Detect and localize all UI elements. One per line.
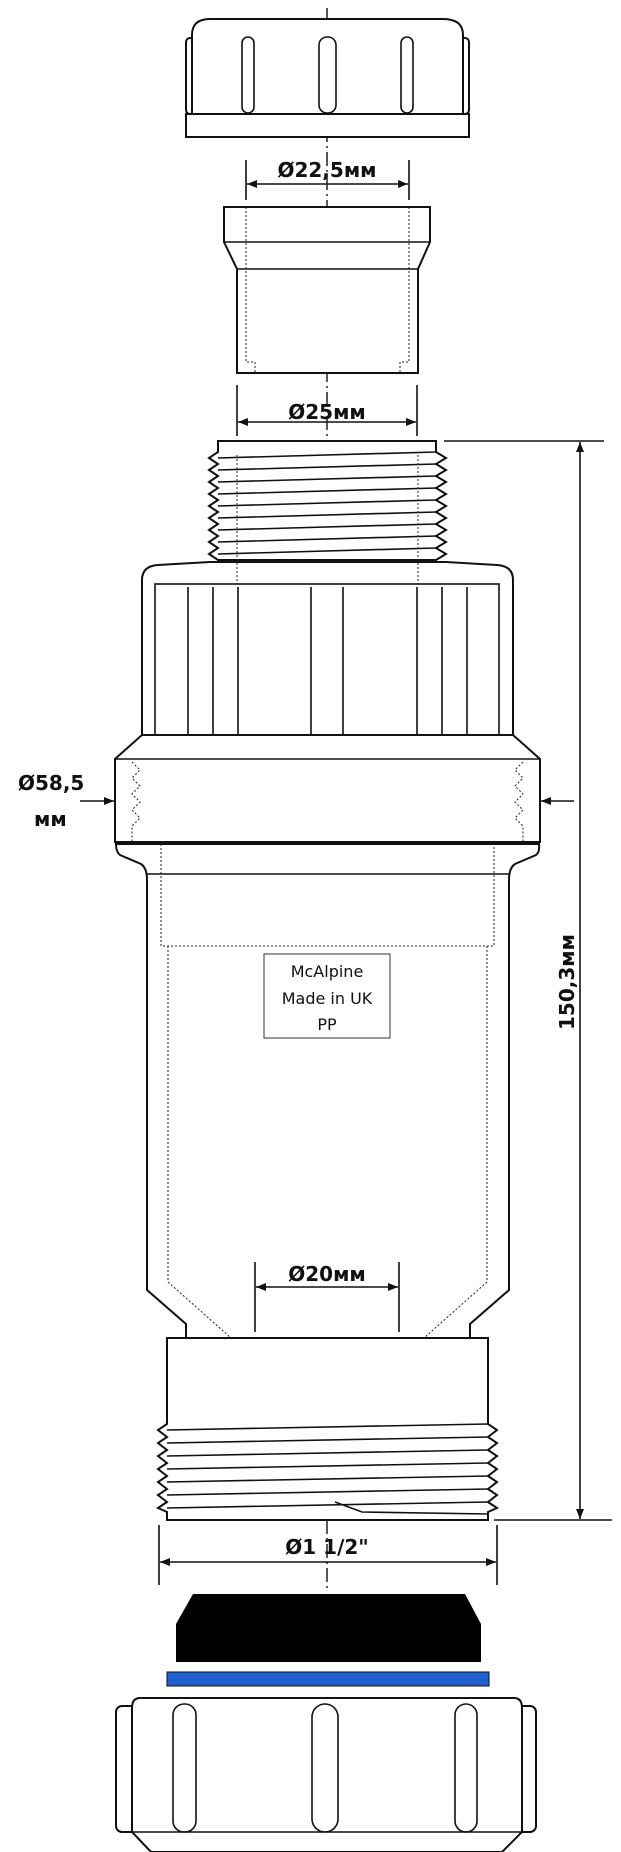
- dimension-top-inner: Ø22,5мм: [245, 158, 410, 200]
- dimension-label: Ø1 1/2": [285, 1535, 368, 1559]
- rubber-gasket: [176, 1594, 481, 1662]
- top-nut: [185, 18, 470, 138]
- dimension-thread: Ø1 1/2": [158, 1525, 498, 1585]
- grip-slot-icon: [454, 1703, 478, 1833]
- dimension-label: 150,3мм: [555, 934, 579, 1030]
- grip-slot-icon: [400, 36, 414, 114]
- dimension-label: Ø20мм: [288, 1262, 366, 1286]
- dimension-length: 150,3мм: [444, 440, 612, 1521]
- dimension-body-outer: Ø58,5 мм: [18, 771, 574, 831]
- grip-slot-icon: [241, 36, 255, 114]
- dimension-sleeve-inner: Ø25мм: [236, 385, 418, 436]
- material-text: PP: [317, 1015, 337, 1034]
- grip-slot-icon: [311, 1703, 339, 1833]
- grip-slot-icon: [318, 36, 337, 114]
- dimension-outlet-inner: Ø20мм: [254, 1262, 400, 1332]
- grip-slot-icon: [172, 1703, 197, 1833]
- dimension-label: Ø58,5: [18, 771, 84, 795]
- bottom-nut: [115, 1697, 537, 1852]
- dimension-label: Ø25мм: [288, 400, 366, 424]
- dimension-label: Ø22,5мм: [277, 158, 376, 182]
- body: [114, 440, 541, 1521]
- brand-name: McAlpine: [291, 962, 364, 981]
- washer: [166, 1671, 490, 1687]
- brand-label: McAlpine Made in UK PP: [263, 953, 391, 1039]
- sleeve: [223, 206, 431, 374]
- dimension-unit: мм: [34, 807, 67, 831]
- origin-text: Made in UK: [282, 989, 373, 1008]
